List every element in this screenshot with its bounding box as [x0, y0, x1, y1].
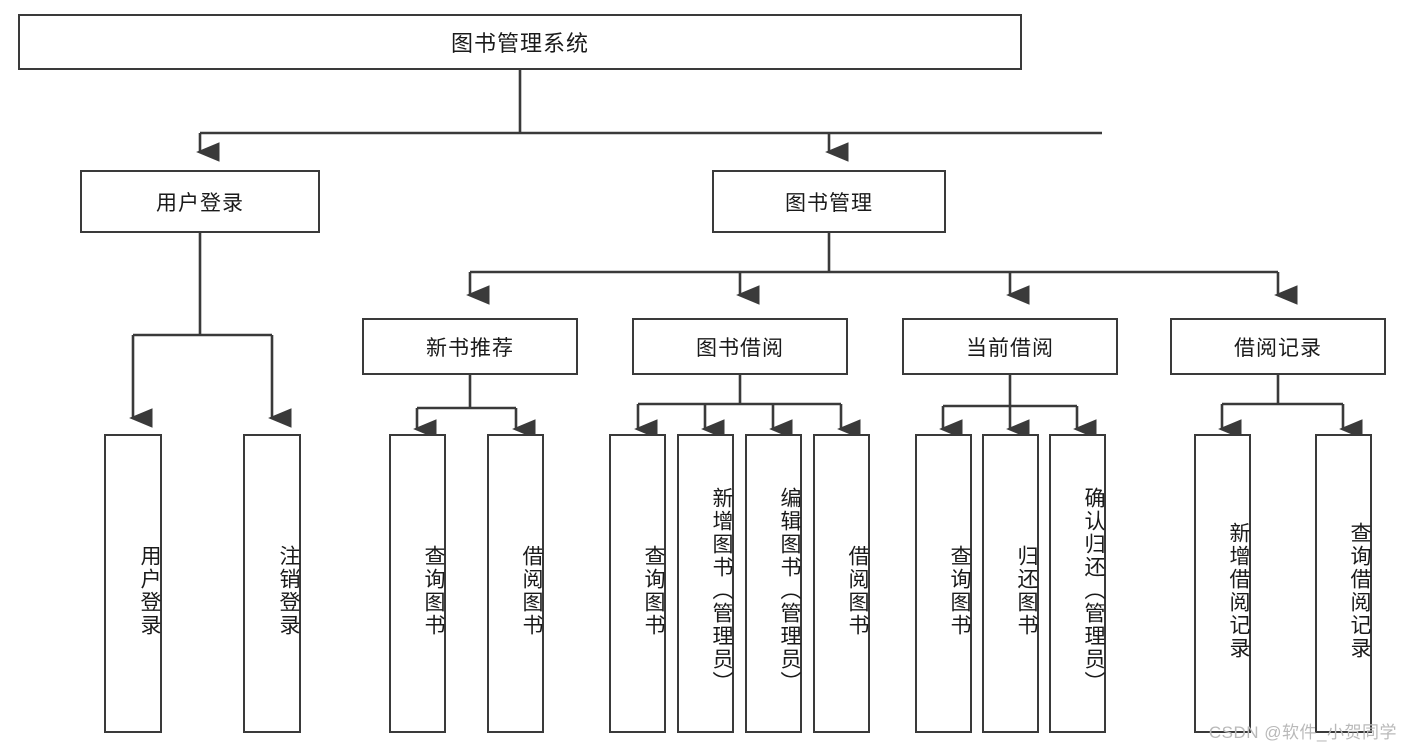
node-current-borrow[interactable]: 当前借阅 — [902, 318, 1118, 375]
leaf-borrow-query-book[interactable]: 查询图书 — [609, 434, 666, 733]
leaf-current-confirm-return-admin[interactable]: 确认归还（管理员） — [1049, 434, 1106, 733]
node-label: 借阅图书 — [846, 544, 869, 637]
leaf-records-query-record[interactable]: 查询借阅记录 — [1315, 434, 1372, 733]
node-label: 图书借阅 — [696, 336, 784, 360]
node-book-borrow[interactable]: 图书借阅 — [632, 318, 848, 375]
node-label: 查询图书 — [642, 544, 665, 637]
node-label: 查询借阅记录 — [1348, 521, 1371, 660]
node-borrow-records[interactable]: 借阅记录 — [1170, 318, 1386, 375]
node-label: 借阅图书 — [520, 544, 543, 637]
node-label: 图书管理 — [785, 191, 873, 215]
leaf-user-login-login[interactable]: 用户登录 — [104, 434, 162, 733]
csdn-watermark: CSDN @软件_小贺同学 — [1208, 723, 1397, 742]
node-label: 归还图书 — [1015, 544, 1038, 637]
leaf-borrow-edit-book-admin[interactable]: 编辑图书（管理员） — [745, 434, 802, 733]
node-label: 注销登录 — [277, 544, 300, 637]
node-label: 用户登录 — [138, 544, 161, 637]
node-label: 当前借阅 — [966, 336, 1054, 360]
node-label: 确认归还（管理员） — [1082, 487, 1105, 694]
node-new-book-recommend[interactable]: 新书推荐 — [362, 318, 578, 375]
node-label: 查询图书 — [948, 544, 971, 637]
node-label: 图书管理系统 — [450, 31, 589, 56]
node-label: 借阅记录 — [1234, 336, 1322, 360]
leaf-borrow-add-book-admin[interactable]: 新增图书（管理员） — [677, 434, 734, 733]
leaf-borrow-borrow-book[interactable]: 借阅图书 — [813, 434, 870, 733]
node-root-system[interactable]: 图书管理系统 — [18, 14, 1022, 70]
leaf-current-return-book[interactable]: 归还图书 — [982, 434, 1039, 733]
leaf-user-login-logout[interactable]: 注销登录 — [243, 434, 301, 733]
leaf-current-query-book[interactable]: 查询图书 — [915, 434, 972, 733]
node-label: 编辑图书（管理员） — [778, 487, 801, 694]
leaf-recommend-query-book[interactable]: 查询图书 — [389, 434, 446, 733]
node-label: 用户登录 — [156, 191, 244, 215]
leaf-recommend-borrow-book[interactable]: 借阅图书 — [487, 434, 544, 733]
leaf-records-add-record[interactable]: 新增借阅记录 — [1194, 434, 1251, 733]
node-book-management[interactable]: 图书管理 — [712, 170, 946, 233]
node-label: 查询图书 — [422, 544, 445, 637]
node-label: 新增借阅记录 — [1227, 521, 1250, 660]
node-label: 新增图书（管理员） — [710, 487, 733, 694]
node-label: 新书推荐 — [426, 336, 514, 360]
node-user-login[interactable]: 用户登录 — [80, 170, 320, 233]
